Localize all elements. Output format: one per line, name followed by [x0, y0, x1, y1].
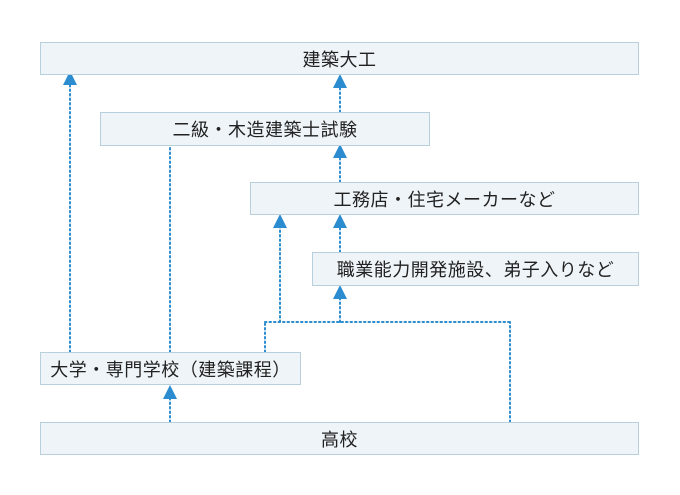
- node-training: 職業能力開発施設、弟子入りなど: [312, 252, 639, 286]
- node-carpenter: 建築大工: [40, 42, 639, 75]
- node-university: 大学・専門学校（建築課程）: [40, 352, 301, 385]
- node-builders: 工務店・住宅メーカーなど: [250, 182, 639, 215]
- node-license-exam: 二級・木造建築士試験: [100, 112, 430, 146]
- node-high-school: 高校: [40, 422, 639, 455]
